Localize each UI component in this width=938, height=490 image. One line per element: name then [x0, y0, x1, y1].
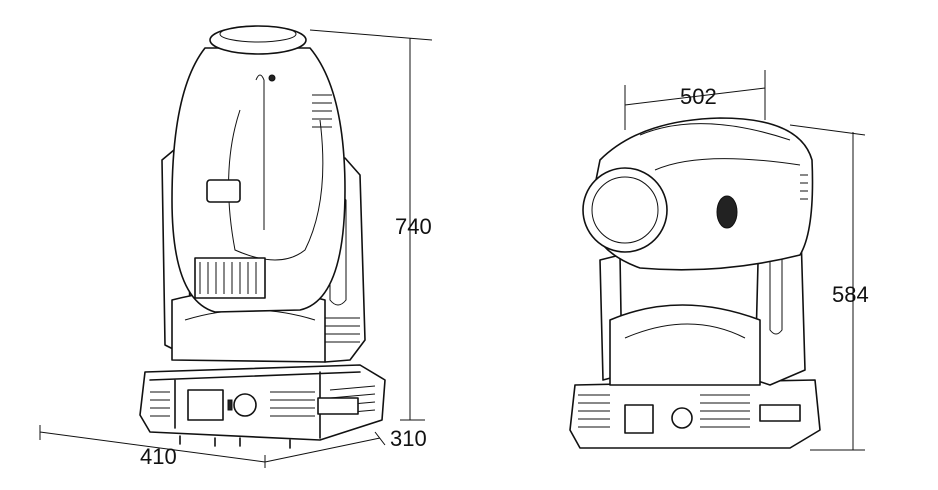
- side-view-dimensions: 502 584: [624, 70, 869, 451]
- front-view-dimensions: 740 410 310: [39, 29, 433, 469]
- front-view-fixture: [139, 25, 386, 449]
- front-width-label: 410: [140, 444, 177, 469]
- side-height-label: 584: [832, 282, 869, 307]
- front-depth-label: 310: [390, 426, 427, 451]
- side-view-fixture: [569, 117, 821, 449]
- side-head-width-label: 502: [680, 84, 717, 109]
- front-height-label: 740: [395, 214, 432, 239]
